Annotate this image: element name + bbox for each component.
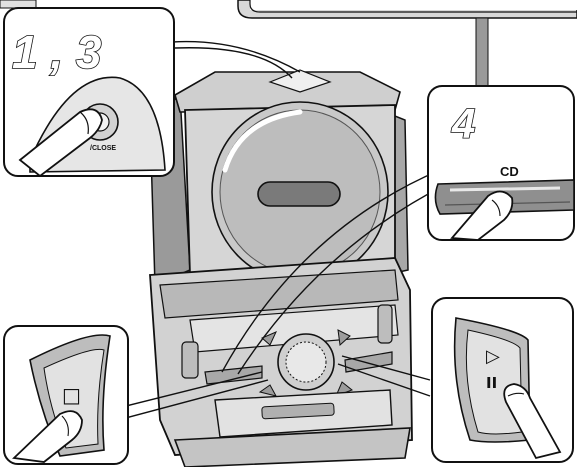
callout-play-pause-button: ▷ II bbox=[432, 298, 573, 462]
cd-button-label: CD bbox=[500, 164, 519, 179]
stereo-unit bbox=[150, 70, 412, 467]
cd-display-slot bbox=[258, 182, 340, 206]
play-symbol[interactable]: ▷ bbox=[486, 346, 500, 367]
callout-cd-button: 4 CD bbox=[428, 86, 574, 240]
step-label-4: 4 bbox=[451, 100, 475, 147]
open-close-label: /CLOSE bbox=[90, 145, 116, 152]
callout-open-close: 1 , 3 /CLOSE bbox=[4, 8, 174, 176]
callout-stop-button: □ bbox=[4, 326, 128, 464]
pause-symbol[interactable]: II bbox=[486, 374, 497, 392]
stop-symbol[interactable]: □ bbox=[62, 383, 81, 407]
step-label-1-3: 1 , 3 bbox=[12, 26, 102, 78]
